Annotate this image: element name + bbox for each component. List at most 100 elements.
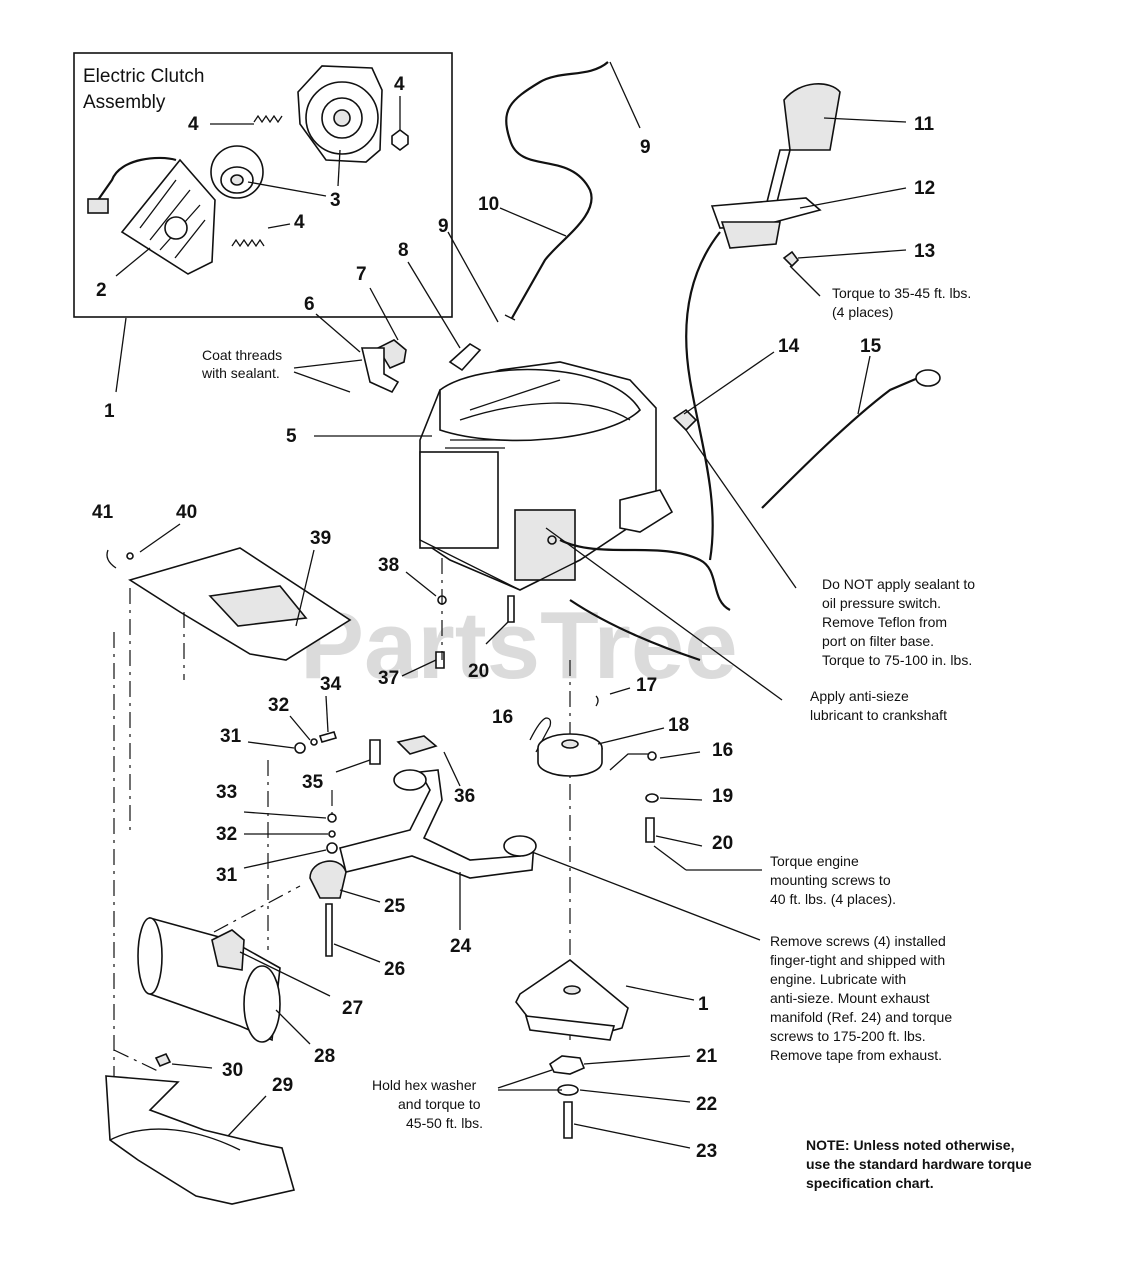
- callout-30: 30: [222, 1060, 243, 1081]
- bolt-illustration-20-upper: [507, 595, 515, 623]
- callout-5: 5: [286, 426, 297, 447]
- callout-31-upper: 31: [220, 726, 242, 747]
- armature-plate-illustration: [297, 65, 383, 163]
- note-remove-screws: Remove screws (4) installed finger-tight…: [770, 933, 952, 1063]
- svg-text:Remove Teflon from: Remove Teflon from: [822, 614, 947, 630]
- svg-text:engine. Lubricate with: engine. Lubricate with: [770, 971, 906, 987]
- muffler-illustration: [137, 916, 281, 1043]
- electric-clutch-illustration: [515, 959, 629, 1041]
- control-lever-illustration: [685, 83, 841, 561]
- pipe-fitting-illustration: [360, 347, 400, 394]
- svg-text:NOTE: Unless noted otherwise,: NOTE: Unless noted otherwise,: [806, 1137, 1014, 1153]
- svg-text:finger-tight and shipped with: finger-tight and shipped with: [770, 952, 945, 968]
- callout-4-spring: 4: [188, 114, 199, 135]
- callout-27: 27: [342, 998, 363, 1019]
- note-engine-torque: Torque engine mounting screws to 40 ft. …: [770, 853, 896, 907]
- oil-pressure-switch-illustration: [672, 408, 698, 432]
- callout-40: 40: [176, 502, 197, 523]
- callout-23: 23: [696, 1141, 717, 1162]
- svg-text:40 ft. lbs. (4 places).: 40 ft. lbs. (4 places).: [770, 891, 896, 907]
- callout-41: 41: [92, 502, 114, 523]
- callout-16-right: 16: [712, 740, 733, 761]
- svg-text:lubricant to crankshaft: lubricant to crankshaft: [810, 707, 947, 723]
- callout-9-lower: 9: [438, 216, 449, 237]
- callout-38: 38: [378, 555, 399, 576]
- svg-text:manifold (Ref. 24) and torque: manifold (Ref. 24) and torque: [770, 1009, 952, 1025]
- callout-4-lower: 4: [294, 212, 305, 233]
- callout-34: 34: [320, 674, 342, 695]
- callout-24: 24: [450, 936, 472, 957]
- callout-9-top: 9: [640, 137, 651, 158]
- svg-text:mounting screws to: mounting screws to: [770, 872, 891, 888]
- heat-shield-illustration: [128, 547, 352, 661]
- spring-illustration-bottom: [231, 238, 265, 248]
- wiring-harness-illustration: [559, 539, 731, 611]
- callout-26: 26: [384, 959, 405, 980]
- svg-text:45-50 ft. lbs.: 45-50 ft. lbs.: [406, 1115, 483, 1131]
- svg-text:specification chart.: specification chart.: [806, 1175, 934, 1191]
- callout-28: 28: [314, 1046, 335, 1067]
- callout-1-clutch: 1: [698, 994, 709, 1015]
- throttle-cable-illustration: [504, 61, 609, 321]
- callout-6: 6: [304, 294, 315, 315]
- bolt-illustration-23: [563, 1101, 573, 1139]
- svg-text:Torque engine: Torque engine: [770, 853, 859, 869]
- callout-2: 2: [96, 280, 107, 301]
- svg-text:Torque to 75-100 in. lbs.: Torque to 75-100 in. lbs.: [822, 652, 972, 668]
- watermark: PartsTree: [300, 592, 738, 699]
- note-oil-sealant: Do NOT apply sealant to oil pressure swi…: [822, 576, 975, 668]
- svg-text:use the standard hardware torq: use the standard hardware torque: [806, 1156, 1032, 1172]
- svg-text:oil pressure switch.: oil pressure switch.: [822, 595, 941, 611]
- callout-3: 3: [330, 190, 341, 211]
- callout-7: 7: [356, 264, 367, 285]
- svg-text:(4 places): (4 places): [832, 304, 893, 320]
- clamp-illustration: [309, 860, 347, 899]
- callout-35: 35: [302, 772, 324, 793]
- callout-25: 25: [384, 896, 406, 917]
- svg-text:Do NOT apply sealant to: Do NOT apply sealant to: [822, 576, 975, 592]
- callout-22: 22: [696, 1094, 717, 1115]
- svg-text:Coat threads: Coat threads: [202, 347, 282, 363]
- svg-text:anti-sieze. Mount exhaust: anti-sieze. Mount exhaust: [770, 990, 930, 1006]
- clutch-pulley-illustration: [210, 145, 264, 199]
- muffler-guard-illustration: [105, 1075, 296, 1205]
- gasket-illustration: [396, 735, 438, 755]
- inset-title-line1: Electric Clutch: [83, 66, 204, 87]
- callout-19: 19: [712, 786, 733, 807]
- callout-11: 11: [914, 114, 935, 135]
- note-coat-threads: Coat threads with sealant.: [201, 347, 282, 381]
- exhaust-manifold-illustration: [339, 769, 537, 879]
- callout-16-left: 16: [492, 707, 513, 728]
- callout-39: 39: [310, 528, 331, 549]
- callout-36: 36: [454, 786, 475, 807]
- svg-text:port on filter base.: port on filter base.: [822, 633, 934, 649]
- callout-31-lower: 31: [216, 865, 238, 886]
- callout-32-upper: 32: [268, 695, 289, 716]
- svg-text:Torque to 35-45 ft. lbs.: Torque to 35-45 ft. lbs.: [832, 285, 971, 301]
- svg-text:Hold hex washer: Hold hex washer: [372, 1077, 477, 1093]
- callout-8: 8: [398, 240, 409, 261]
- callout-1-inset: 1: [104, 401, 115, 422]
- electric-clutch-inset: Electric Clutch Assembly: [73, 52, 453, 318]
- bolt-illustration-20-lower: [645, 817, 655, 843]
- dipstick-illustration: [761, 376, 919, 509]
- callout-14: 14: [778, 336, 800, 357]
- note-anti-sieze: Apply anti-sieze lubricant to crankshaft: [810, 688, 947, 723]
- hex-washer-illustration: [548, 1055, 586, 1075]
- svg-text:with sealant.: with sealant.: [201, 365, 280, 381]
- callout-37: 37: [378, 668, 399, 689]
- callout-18: 18: [668, 715, 689, 736]
- callout-20-lower: 20: [712, 833, 733, 854]
- washer-illustration-19: [645, 793, 659, 803]
- callout-21: 21: [696, 1046, 718, 1067]
- callout-33: 33: [216, 782, 237, 803]
- callout-15: 15: [860, 336, 882, 357]
- note-torque-13: Torque to 35-45 ft. lbs. (4 places): [832, 285, 971, 320]
- callout-12: 12: [914, 178, 935, 199]
- fitting-illustration: [376, 339, 407, 370]
- note-hex-washer: Hold hex washer and torque to 45-50 ft. …: [372, 1077, 483, 1131]
- note-general-torque: NOTE: Unless noted otherwise, use the st…: [806, 1137, 1032, 1191]
- callout-29: 29: [272, 1075, 293, 1096]
- callout-20-upper: 20: [468, 661, 489, 682]
